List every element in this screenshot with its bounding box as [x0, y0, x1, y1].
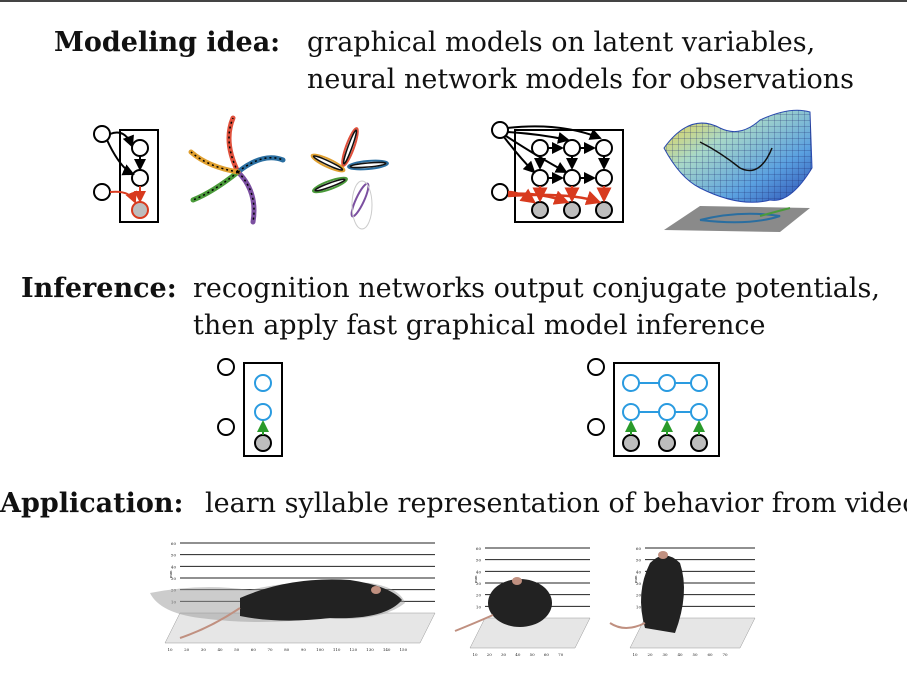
- inference-line-1: recognition networks output conjugate po…: [193, 273, 880, 304]
- x-tick-label: 70: [558, 652, 564, 657]
- x-tick-label: 150: [400, 647, 408, 652]
- x-tick-label: 50: [692, 652, 698, 657]
- x-tick-label: 140: [383, 647, 391, 652]
- y-tick-label: 20: [476, 593, 482, 598]
- y-tick-label: 30: [171, 576, 177, 581]
- mouse-depth-icon: [454, 577, 552, 632]
- application-heading: Application:: [0, 488, 184, 519]
- x-tick-label: 50: [530, 652, 536, 657]
- x-tick-label: 50: [234, 647, 240, 652]
- modeling-heading: Modeling idea:: [54, 27, 281, 58]
- x-tick-label: 20: [647, 652, 653, 657]
- recognition-slds-icon: [587, 358, 720, 457]
- y-tick-label: 40: [636, 569, 642, 574]
- x-tick-label: 120: [350, 647, 358, 652]
- x-tick-label: 10: [472, 652, 478, 657]
- x-tick-label: 100: [316, 647, 324, 652]
- y-tick-label: 60: [476, 546, 482, 551]
- x-tick-label: 60: [707, 652, 713, 657]
- y-tick-label: 50: [636, 558, 642, 563]
- ellipse-fit-icon: [310, 127, 389, 230]
- mouse-depth-plot-wide: 605040302010mm10203040506070809010011012…: [150, 541, 436, 652]
- y-tick-label: 10: [476, 604, 482, 609]
- slds-graph-icon: [491, 121, 624, 223]
- y-tick-label: 50: [171, 553, 177, 558]
- x-tick-label: 10: [632, 652, 638, 657]
- x-tick-label: 60: [251, 647, 257, 652]
- application-line-1: learn syllable representation of behavio…: [205, 488, 907, 519]
- y-unit-label: mm: [168, 570, 173, 578]
- y-tick-label: 10: [636, 604, 642, 609]
- y-tick-label: 30: [476, 581, 482, 586]
- modeling-line-2: neural network models for observations: [307, 64, 854, 95]
- y-tick-label: 30: [636, 581, 642, 586]
- x-tick-label: 40: [677, 652, 683, 657]
- x-tick-label: 70: [722, 652, 728, 657]
- x-tick-label: 80: [284, 647, 290, 652]
- x-tick-label: 30: [662, 652, 668, 657]
- x-tick-label: 30: [501, 652, 507, 657]
- recognition-gmm-icon: [217, 358, 283, 457]
- y-unit-label: mm: [473, 575, 478, 583]
- x-tick-label: 20: [487, 652, 493, 657]
- floor-plane: [469, 617, 591, 649]
- y-tick-label: 60: [171, 541, 177, 546]
- modeling-line-1: graphical models on latent variables,: [307, 27, 816, 58]
- inference-line-2: then apply fast graphical model inferenc…: [193, 310, 766, 341]
- mouse-depth-icon: [150, 579, 405, 639]
- mouse-depth-plot-small-2: 60 50 40 30 20 10 mm 10 20 30 40 50 60 70: [609, 546, 756, 657]
- y-tick-label: 40: [476, 569, 482, 574]
- y-tick-label: 20: [636, 593, 642, 598]
- energy-surface-icon: [663, 109, 813, 232]
- top-rule: [0, 0, 907, 2]
- x-tick-label: 70: [267, 647, 273, 652]
- inference-heading: Inference:: [21, 273, 177, 304]
- mouse-depth-plot-small-1: 60 50 40 30 20 10 mm 10 20 30 40 50 60 70: [454, 546, 591, 657]
- x-tick-label: 40: [217, 647, 223, 652]
- x-tick-label: 40: [515, 652, 521, 657]
- gmm-graph-icon: [93, 125, 159, 223]
- mouse-depth-icon: [609, 551, 684, 633]
- x-tick-label: 60: [544, 652, 550, 657]
- x-tick-label: 130: [366, 647, 374, 652]
- y-tick-label: 60: [636, 546, 642, 551]
- x-tick-label: 10: [167, 647, 173, 652]
- y-tick-label: 50: [476, 558, 482, 563]
- x-tick-label: 30: [201, 647, 207, 652]
- spiral-cluster-icon: [188, 115, 286, 225]
- y-tick-label: 40: [171, 564, 177, 569]
- x-tick-label: 20: [184, 647, 190, 652]
- x-tick-label: 90: [301, 647, 307, 652]
- y-unit-label: mm: [633, 575, 638, 583]
- x-tick-label: 110: [333, 647, 341, 652]
